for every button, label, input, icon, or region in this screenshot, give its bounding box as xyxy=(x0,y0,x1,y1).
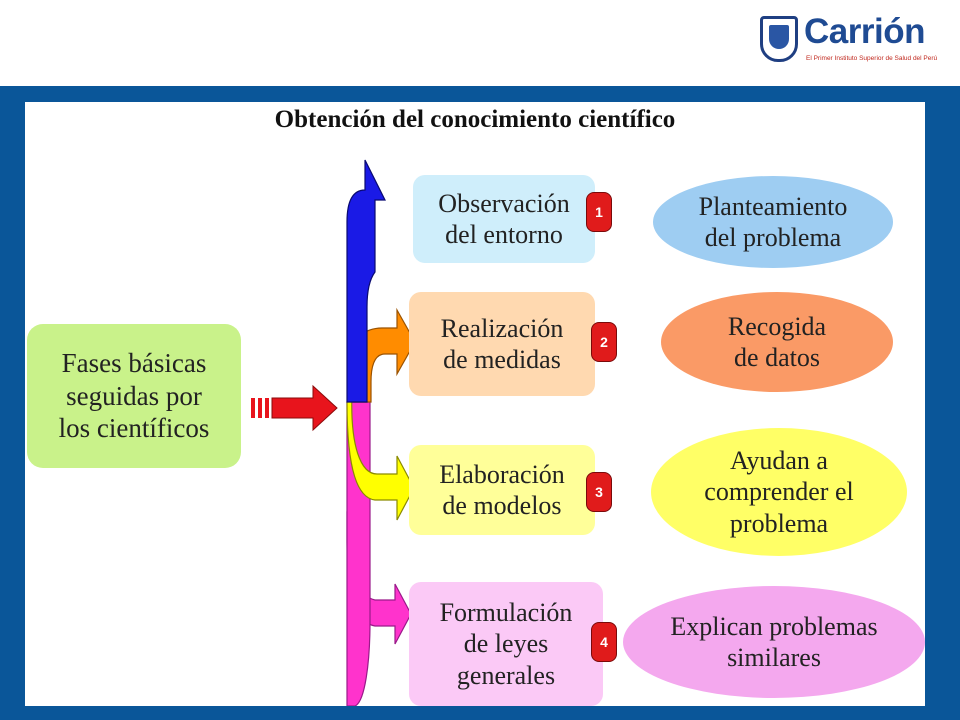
flow-arrows xyxy=(251,159,416,706)
brand-name: Carrión xyxy=(804,12,925,51)
flow-arrow-3 xyxy=(346,391,415,521)
diagram-title: Obtención del conocimiento científico xyxy=(274,106,676,133)
phase-box-1: Observación del entorno xyxy=(413,175,595,263)
phase-box-2: Realización de medidas xyxy=(409,292,595,396)
result-ellipse-4: Explican problemas similares xyxy=(623,586,925,698)
brand-logo[interactable]: Carrión El Primer Instituto Superior de … xyxy=(760,12,956,70)
result-ellipse-2: Recogida de datos xyxy=(661,292,893,392)
phase-badge-4: 4 xyxy=(591,622,617,662)
source-box: Fases básicas seguidas por los científic… xyxy=(27,324,241,468)
phase-badge-1: 1 xyxy=(586,192,612,232)
phase-box-4: Formulación de leyes generales xyxy=(409,582,603,706)
phase-badge-2: 2 xyxy=(591,322,617,362)
phase-badge-3: 3 xyxy=(586,472,612,512)
phase-box-3: Elaboración de modelos xyxy=(409,445,595,535)
header: Carrión El Primer Instituto Superior de … xyxy=(0,0,960,86)
result-ellipse-3: Ayudan a comprender el problema xyxy=(651,428,907,556)
result-ellipse-1: Planteamiento del problema xyxy=(653,176,893,268)
brand-tagline: El Primer Instituto Superior de Salud de… xyxy=(806,55,938,62)
slide-content: Obtención del conocimiento científico Fa… xyxy=(25,102,925,706)
institution-seal-icon xyxy=(760,16,798,62)
input-arrow xyxy=(251,384,338,432)
flow-arrow-1 xyxy=(346,159,386,403)
